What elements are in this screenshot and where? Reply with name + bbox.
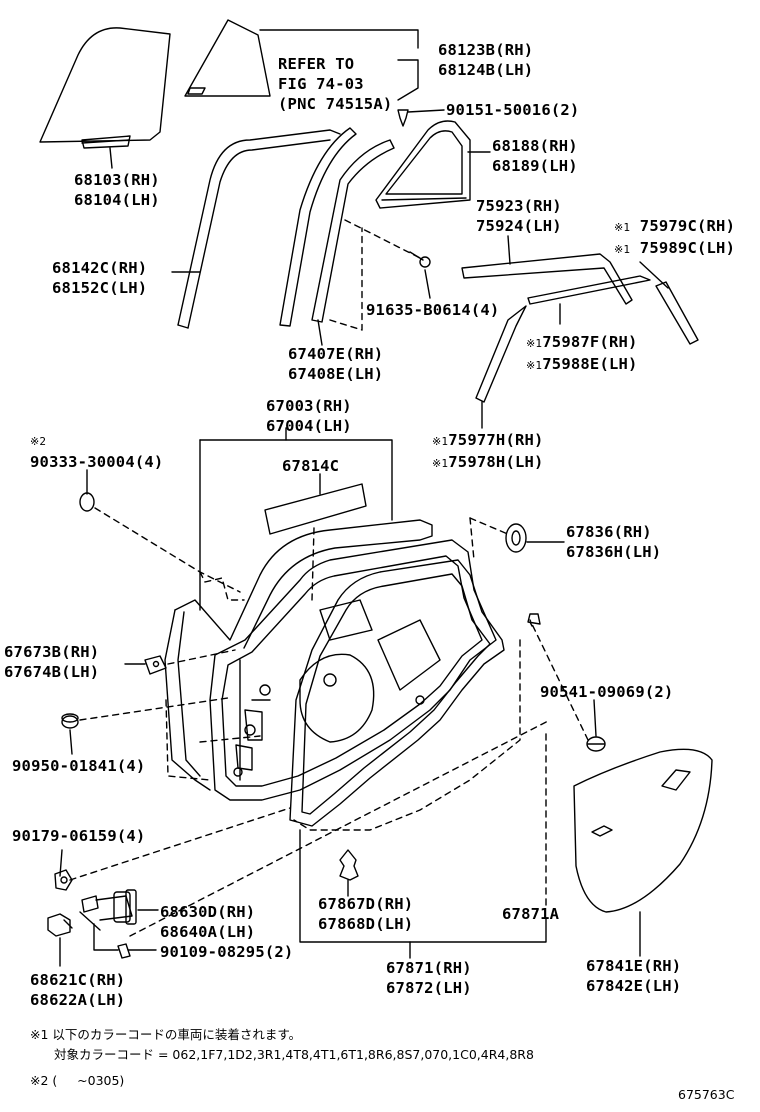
door-check-bracket-icon [144, 655, 167, 675]
label-90333: ※2 90333-30004(4) [30, 435, 164, 471]
label-67003: 67003(RH) 67004(LH) [266, 397, 352, 435]
label-91635: 91635-B0614(4) [366, 301, 500, 319]
label-67841e: 67841E(RH) 67842E(LH) [586, 957, 682, 995]
label-75977h: ※175977H(RH) ※175978H(LH) [432, 431, 544, 471]
footnote-2: ※2 ( ~0305) [30, 1073, 125, 1088]
door-trim-panel-icon [573, 748, 713, 913]
upper-moulding-icon [527, 275, 651, 305]
label-68188: 68188(RH) 68189(LH) [492, 137, 578, 175]
door-check-assy-icon [79, 889, 137, 931]
label-90541: 90541-09069(2) [540, 683, 674, 701]
label-90950: 90950-01841(4) [12, 757, 146, 775]
grommet-67836-icon [505, 523, 527, 553]
door-glass-icon [39, 27, 171, 149]
quarter-window-assy-icon [375, 120, 471, 209]
service-hole-cover-icon [264, 483, 367, 535]
label-75979c: ※1 75979C(RH) ※1 75989C(LH) [614, 217, 736, 257]
label-67867d: 67867D(RH) 67868D(LH) [318, 895, 414, 933]
belt-moulding-icon [461, 253, 633, 305]
hole-plug-90333-icon [79, 492, 95, 512]
label-90179: 90179-06159(4) [12, 827, 146, 845]
weatherstrip-clip-icon [339, 849, 359, 881]
glass-run-channel-icon [177, 129, 341, 329]
label-75923: 75923(RH) 75924(LH) [476, 197, 562, 235]
footnote-color-codes: 対象カラーコード = 062,1F7,1D2,3R1,4T8,4T1,6T1,8… [54, 1047, 534, 1062]
label-67871: 67871(RH) 67872(LH) [386, 959, 472, 997]
rear-door-panel-icon [164, 519, 497, 801]
label-90109: 90109-08295(2) [160, 943, 294, 961]
clip-90541-icon [586, 736, 606, 752]
bolt-90109-icon [117, 943, 157, 959]
label-67871a: 67871A [502, 905, 560, 923]
label-67673b: 67673B(RH) 67674B(LH) [4, 643, 100, 681]
door-weatherstrip-icon [289, 559, 505, 827]
figure-id: 675763C [678, 1087, 735, 1102]
label-75987f: ※175987F(RH) ※175988E(LH) [526, 333, 638, 373]
footnote-1: ※1 以下のカラーコードの車両に装着されます。 [30, 1027, 302, 1042]
pillar-garnish-icon [655, 281, 699, 345]
division-bar-channel-icon [279, 127, 395, 327]
screw-91635-icon [409, 251, 431, 268]
bolt-90179-icon [54, 869, 73, 891]
label-refer-to: REFER TO FIG 74-03 (PNC 74515A) [278, 55, 393, 113]
label-68103: 68103(RH) 68104(LH) [74, 171, 160, 209]
label-68142c: 68142C(RH) 68152C(LH) [52, 259, 148, 297]
label-68630d: 68630D(RH) 68640A(LH) [160, 903, 256, 941]
label-67836: 67836(RH) 67836H(LH) [566, 523, 662, 561]
label-68123b: 68123B(RH) 68124B(LH) [438, 41, 534, 79]
front-moulding-icon [475, 305, 527, 403]
label-67407e: 67407E(RH) 67408E(LH) [288, 345, 384, 383]
label-67814c: 67814C [282, 457, 340, 475]
clip-90151-icon [397, 109, 409, 127]
label-68621c: 68621C(RH) 68622A(LH) [30, 971, 126, 1009]
label-90151: 90151-50016(2) [446, 101, 580, 119]
door-hinge-icon [47, 913, 73, 937]
hole-plug-90950-icon [61, 713, 79, 729]
quarter-window-glass-icon [184, 19, 271, 97]
